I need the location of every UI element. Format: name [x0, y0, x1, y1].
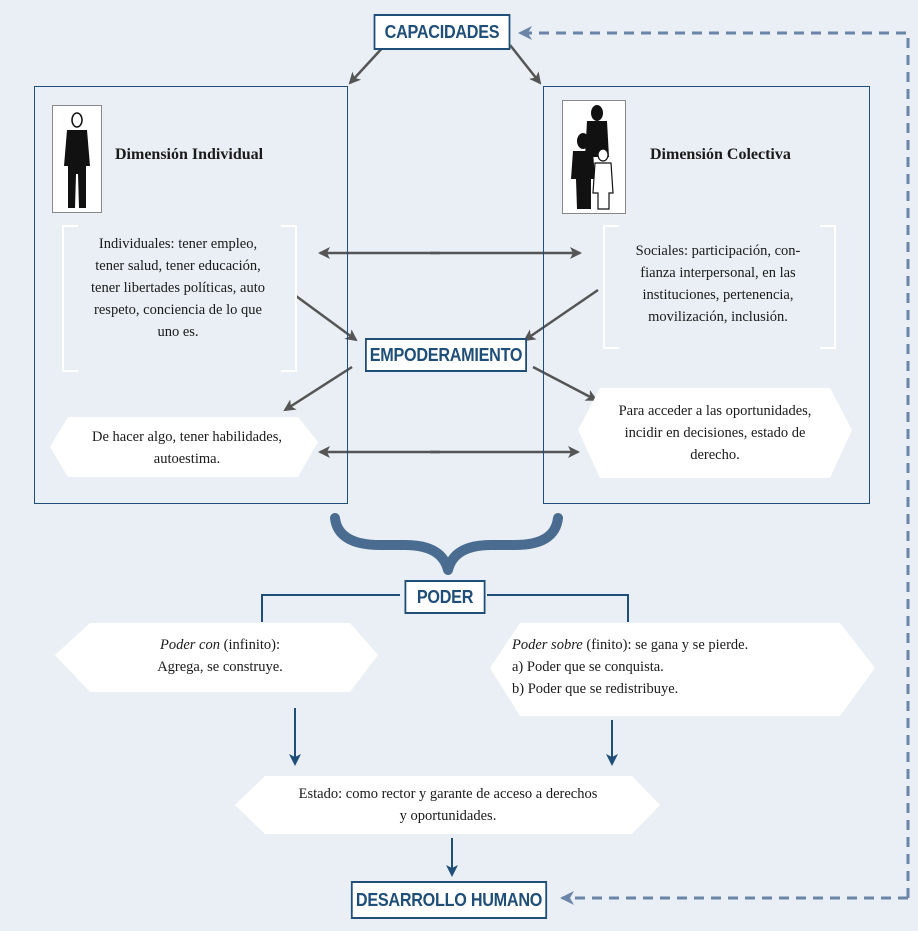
hex-estado	[235, 776, 660, 834]
poder-sobre-suffix: (finito): se gana y se pierde.	[582, 637, 749, 653]
arrow-capacidades-colectiva	[509, 44, 542, 85]
estado-text: Estado: como rector y garante de acceso …	[250, 783, 646, 827]
dimension-individual-title: Dimensión Individual	[115, 146, 264, 163]
feedback-dashed-arrow	[518, 26, 910, 898]
individuales-line-2: tener salud, tener educación,	[95, 258, 261, 274]
sociales-text: Sociales: participación, con- fianza int…	[610, 240, 826, 328]
group-icon	[562, 100, 626, 214]
individuales-text: Individuales: tener empleo, tener salud,…	[70, 233, 286, 343]
individuales-line-4: respeto, conciencia de lo que	[94, 302, 262, 318]
colectiva-result-text: Para acceder a las oportunidades, incidi…	[590, 400, 840, 466]
colectiva-result-line-3: derecho.	[690, 447, 740, 463]
capacidades-node: CAPACIDADES	[373, 14, 511, 50]
colectiva-result-line-1: Para acceder a las oportunidades,	[618, 403, 812, 419]
colectiva-result-line-2: incidir en decisiones, estado de	[624, 425, 806, 441]
poder-node: PODER	[404, 580, 486, 614]
individuales-line-1: Individuales: tener empleo,	[98, 236, 258, 252]
desarrollo-humano-node: DESARROLLO HUMANO	[350, 881, 548, 919]
poder-sobre-line-2: a) Poder que se conquista.	[512, 659, 664, 675]
panel-individual	[34, 86, 348, 504]
sociales-line-4: movilización, inclusión.	[648, 309, 788, 325]
hex-individual-result	[50, 417, 318, 477]
bracket-sociales-right	[820, 225, 836, 349]
sociales-line-2: fianza interpersonal, en las	[640, 265, 796, 281]
sociales-line-3: instituciones, pertenencia,	[642, 287, 794, 303]
arrow-sociales-empoderamiento	[523, 288, 599, 342]
individuales-line-5: uno es.	[157, 324, 199, 340]
poder-sobre-label: Poder sobre	[512, 637, 583, 653]
individual-result-text: De hacer algo, tener habilidades, autoes…	[62, 426, 312, 470]
arrow-capacidades-individual	[348, 44, 386, 85]
panel-colectiva	[543, 86, 870, 504]
poder-con-text: Poder con (infinito): Agrega, se constru…	[100, 634, 340, 678]
poder-sobre-line-1: Poder sobre (finito): se gana y se pierd…	[512, 634, 852, 656]
poder-connector-right	[487, 594, 629, 622]
bracket-individuales-right	[281, 225, 297, 372]
sociales-line-1: Sociales: participación, con-	[635, 243, 801, 259]
estado-line-1: Estado: como rector y garante de acceso …	[298, 786, 598, 802]
person-icon	[52, 105, 102, 213]
poder-con-suffix: (infinito):	[219, 637, 280, 653]
arrow-individuales-empoderamiento	[295, 294, 358, 342]
individuales-line-3: tener libertades políticas, auto	[91, 280, 265, 296]
empoderamiento-node: EMPODERAMIENTO	[365, 338, 527, 372]
poder-connector-left	[261, 594, 400, 622]
dimension-colectiva-title: Dimensión Colectiva	[650, 146, 791, 163]
curly-brace	[330, 513, 563, 575]
hex-poder-con	[55, 623, 378, 692]
hex-colectiva-result	[578, 388, 852, 478]
poder-con-line-1: Poder con (infinito):	[100, 634, 340, 656]
hex-poder-sobre	[490, 623, 875, 716]
individual-result-line-1: De hacer algo, tener habilidades,	[91, 429, 283, 445]
arrow-empoderamiento-individual	[283, 365, 353, 412]
estado-line-2: y oportunidades.	[399, 808, 497, 824]
bracket-sociales-left	[603, 225, 619, 349]
bracket-individuales-left	[62, 225, 78, 372]
poder-con-line-2: Agrega, se construye.	[157, 659, 283, 675]
poder-sobre-line-3: b) Poder que se redistribuye.	[512, 681, 679, 697]
individual-result-line-2: autoestima.	[153, 451, 221, 467]
poder-con-label: Poder con	[159, 637, 220, 653]
poder-sobre-text: Poder sobre (finito): se gana y se pierd…	[512, 634, 852, 700]
